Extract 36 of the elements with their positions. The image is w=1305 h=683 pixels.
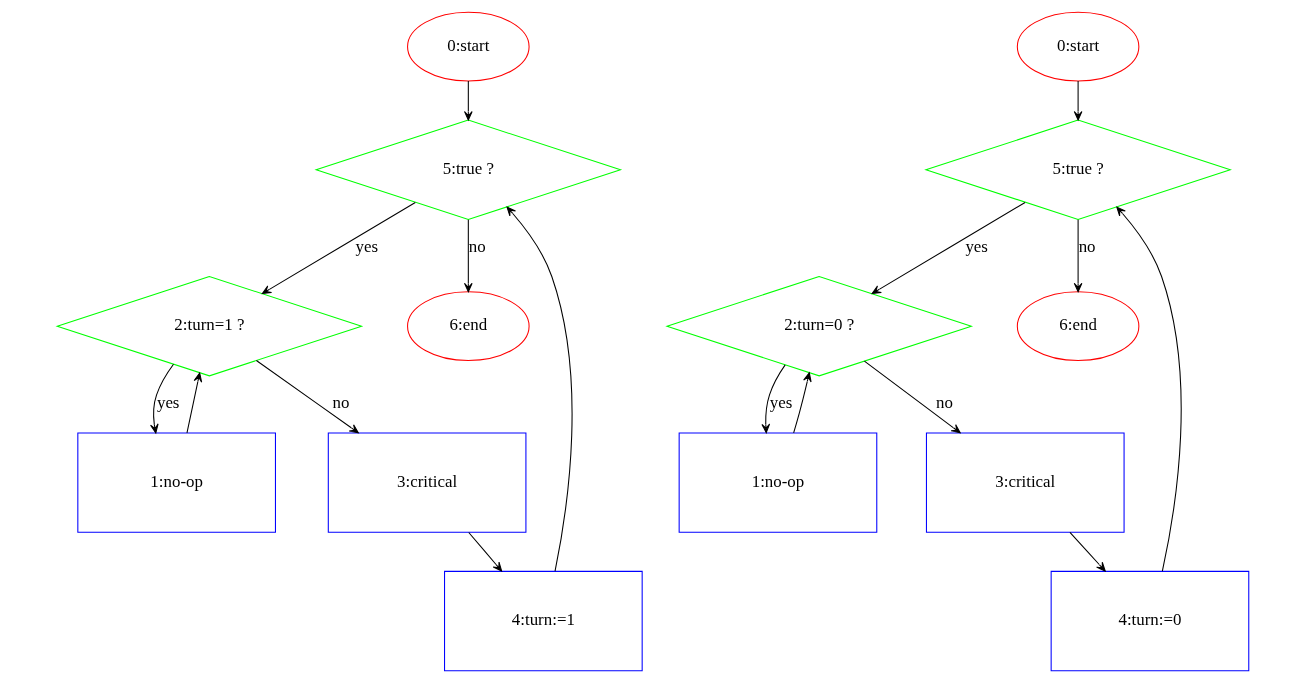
edge-label: no — [935, 393, 953, 413]
arrow — [467, 531, 502, 572]
arrow — [1068, 531, 1106, 572]
arrow — [255, 360, 359, 434]
arrow — [149, 363, 174, 434]
node-diamond: 2:turn=1 ? — [55, 275, 363, 377]
node-diamond: 2:turn=0 ? — [664, 275, 973, 377]
node-box: 3:critical — [327, 432, 526, 533]
node-box: 1:no-op — [678, 432, 877, 533]
arrow — [1073, 80, 1082, 121]
edge-label: yes — [964, 236, 988, 256]
arrow — [871, 201, 1026, 295]
node-ellipse: 0:start — [406, 11, 530, 82]
arrow — [463, 80, 473, 121]
edge-label: yes — [769, 393, 792, 413]
arrow — [792, 372, 812, 434]
arrow — [506, 206, 573, 572]
node-ellipse: 6:end — [406, 291, 530, 362]
edge-label: no — [332, 393, 349, 413]
edge-label: no — [468, 236, 486, 256]
arrow — [1073, 219, 1082, 293]
edge-label: yes — [355, 236, 378, 256]
arrow — [261, 201, 416, 295]
node-ellipse: 0:start — [1016, 11, 1139, 82]
node-box: 4:turn:=1 — [443, 570, 643, 672]
node-box: 1:no-op — [76, 432, 276, 533]
arrow — [185, 372, 202, 434]
arrow — [863, 360, 961, 434]
node-ellipse: 6:end — [1016, 291, 1139, 362]
arrow — [1115, 206, 1182, 572]
edge-label: yes — [156, 393, 179, 413]
node-box: 3:critical — [925, 432, 1125, 533]
arrow — [463, 219, 473, 293]
edge-label: no — [1078, 236, 1096, 256]
node-box: 4:turn:=0 — [1050, 570, 1249, 672]
arrow — [760, 364, 786, 434]
